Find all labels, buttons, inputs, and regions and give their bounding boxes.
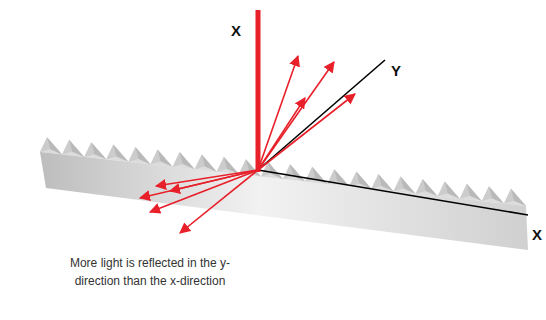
tooth-front xyxy=(438,181,460,198)
axis-label: Y xyxy=(391,62,401,79)
reflected-rays xyxy=(140,56,355,233)
reflected-ray xyxy=(180,170,258,233)
axes xyxy=(258,10,528,215)
tooth-front xyxy=(173,152,195,169)
reflected-ray xyxy=(258,62,334,170)
tooth-front xyxy=(106,145,128,162)
incident-beam xyxy=(256,10,261,172)
reflected-ray xyxy=(156,170,258,186)
tooth-front xyxy=(283,164,305,181)
tooth-front xyxy=(128,147,150,164)
reflected-ray xyxy=(258,94,355,170)
tooth-front xyxy=(504,189,526,206)
tooth-front xyxy=(150,150,172,167)
tooth-front xyxy=(393,177,415,194)
axis-label: X xyxy=(231,22,241,39)
tooth-front xyxy=(40,137,62,154)
slab-front-face xyxy=(40,152,528,250)
caption-note: More light is reflected in the y-directi… xyxy=(50,254,250,290)
grating-slab xyxy=(40,137,528,250)
tooth-front xyxy=(416,179,438,196)
reflected-ray xyxy=(150,170,258,212)
tooth-front xyxy=(62,140,84,157)
reflected-ray xyxy=(258,56,298,170)
axis-label: X xyxy=(532,226,542,243)
x-axis xyxy=(258,170,528,215)
tooth-front xyxy=(195,154,217,171)
tooth-front xyxy=(84,142,106,159)
tooth-front xyxy=(482,186,504,203)
tooth-front xyxy=(460,184,482,201)
reflected-ray xyxy=(258,98,305,170)
tooth-front xyxy=(217,157,239,174)
